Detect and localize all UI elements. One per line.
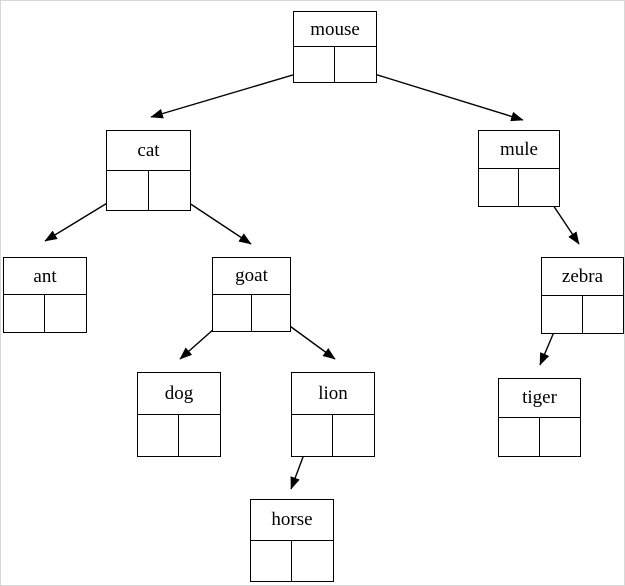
right-pointer-cell-dog[interactable] [179, 415, 220, 457]
node-pointers-ant [4, 295, 86, 332]
node-label-lion: lion [292, 373, 374, 415]
right-pointer-cell-cat[interactable] [149, 171, 191, 211]
tree-node-mule[interactable]: mule [478, 130, 560, 207]
tree-node-horse[interactable]: horse [250, 499, 334, 582]
left-pointer-cell-ant[interactable] [4, 295, 45, 332]
right-pointer-cell-zebra[interactable] [583, 296, 624, 334]
node-label-tiger: tiger [499, 379, 580, 418]
node-pointers-lion [292, 414, 374, 457]
tree-node-tiger[interactable]: tiger [498, 378, 581, 457]
node-pointers-tiger [499, 417, 581, 457]
right-pointer-cell-mouse[interactable] [335, 47, 376, 82]
node-pointers-zebra [542, 295, 624, 334]
node-label-goat: goat [213, 258, 290, 295]
node-label-cat: cat [107, 131, 190, 171]
node-pointers-horse [251, 540, 333, 582]
node-pointers-mouse [294, 47, 376, 82]
right-pointer-cell-goat[interactable] [252, 295, 291, 332]
edge-arrow-mouse-right-mule [354, 67, 524, 122]
left-pointer-cell-goat[interactable] [213, 294, 252, 331]
left-pointer-cell-mouse[interactable] [294, 47, 335, 82]
node-label-mule: mule [479, 131, 559, 169]
left-pointer-cell-zebra[interactable] [542, 295, 583, 333]
right-pointer-cell-horse[interactable] [292, 541, 333, 582]
tree-node-goat[interactable]: goat [212, 257, 291, 332]
node-label-zebra: zebra [542, 258, 623, 296]
tree-node-ant[interactable]: ant [3, 257, 87, 333]
left-pointer-cell-mule[interactable] [479, 168, 519, 206]
edge-arrow-mouse-left-cat [150, 68, 314, 119]
tree-node-mouse[interactable]: mouse [293, 11, 377, 83]
right-pointer-cell-mule[interactable] [519, 169, 559, 207]
right-pointer-cell-tiger[interactable] [540, 418, 581, 457]
tree-node-zebra[interactable]: zebra [541, 257, 624, 334]
left-pointer-cell-horse[interactable] [251, 540, 292, 581]
left-pointer-cell-cat[interactable] [107, 170, 149, 210]
tree-node-dog[interactable]: dog [137, 372, 221, 457]
node-pointers-mule [479, 168, 559, 207]
node-pointers-dog [138, 414, 220, 457]
node-pointers-goat [213, 294, 291, 332]
left-pointer-cell-dog[interactable] [138, 414, 179, 456]
left-pointer-cell-tiger[interactable] [499, 417, 540, 456]
node-label-horse: horse [251, 500, 333, 541]
tree-node-cat[interactable]: cat [106, 130, 191, 211]
node-pointers-cat [107, 170, 191, 211]
node-label-ant: ant [4, 258, 86, 295]
node-label-mouse: mouse [294, 12, 376, 47]
node-label-dog: dog [138, 373, 220, 415]
right-pointer-cell-lion[interactable] [333, 415, 374, 457]
tree-node-lion[interactable]: lion [291, 372, 375, 457]
left-pointer-cell-lion[interactable] [292, 414, 333, 456]
right-pointer-cell-ant[interactable] [45, 295, 86, 332]
